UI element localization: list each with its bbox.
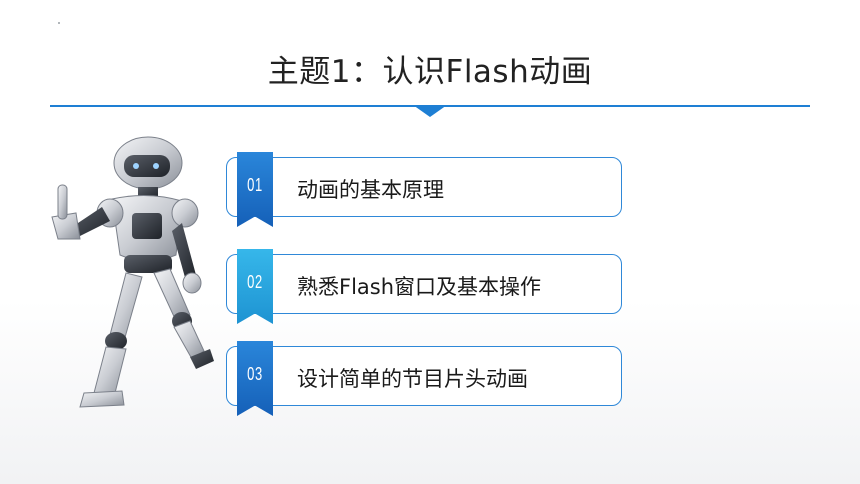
topic-item-1[interactable]: 01 动画的基本原理 [226,152,622,227]
item-number: 01 [247,175,263,195]
item-number-tab: 01 [237,152,273,227]
item-label: 动画的基本原理 [297,178,444,202]
item-label: 熟悉Flash窗口及基本操作 [297,275,542,299]
item-number-tab: 02 [237,249,273,324]
item-number-tab: 03 [237,341,273,416]
item-number: 03 [247,364,263,384]
topic-item-3[interactable]: 03 设计简单的节目片头动画 [226,341,622,416]
slide-title: 主题1：认识Flash动画 [267,54,593,90]
decor-dot [58,22,60,24]
item-label: 设计简单的节目片头动画 [297,367,528,391]
divider-pointer [413,105,447,117]
item-number: 02 [247,272,263,292]
topic-item-2[interactable]: 02 熟悉Flash窗口及基本操作 [226,249,622,324]
robot-illustration [51,136,214,408]
